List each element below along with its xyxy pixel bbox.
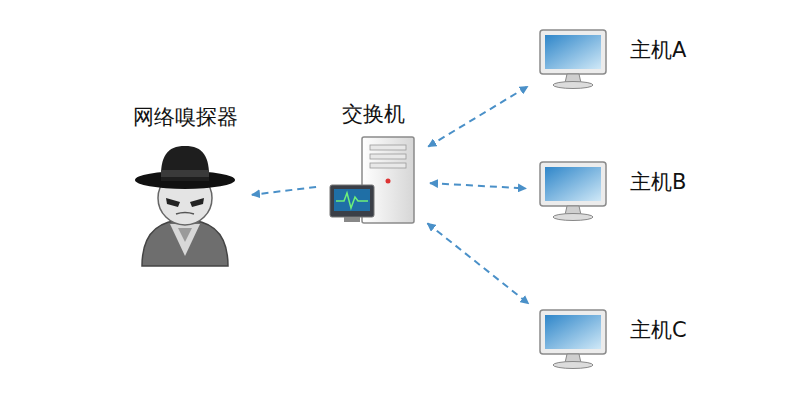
dashed-connector: [430, 183, 526, 188]
host-icon: [538, 308, 608, 370]
host-icon: [538, 160, 608, 222]
node-label: 主机C: [630, 318, 687, 343]
sniffer-icon: [130, 138, 240, 268]
switch-icon: [328, 135, 418, 225]
host-node: 主机A: [538, 28, 608, 90]
node-label: 网络嗅探器: [133, 105, 238, 130]
switch-node: 交换机: [328, 135, 418, 225]
dashed-connector: [428, 86, 527, 146]
host-node: 主机B: [538, 160, 608, 222]
node-label: 交换机: [342, 102, 405, 127]
node-label: 主机A: [630, 38, 686, 63]
sniffer-node: 网络嗅探器: [130, 138, 240, 268]
dashed-connector: [252, 187, 316, 195]
node-label: 主机B: [630, 170, 686, 195]
dashed-connector: [427, 223, 528, 303]
host-node: 主机C: [538, 308, 608, 370]
host-icon: [538, 28, 608, 90]
